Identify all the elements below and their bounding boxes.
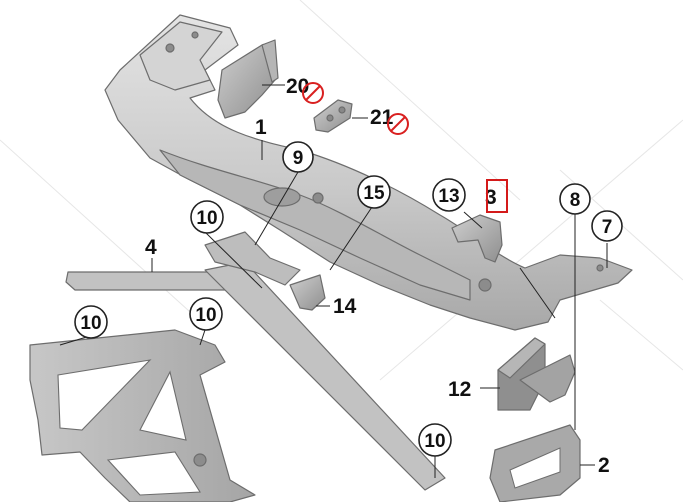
bracket-part-13 — [451, 214, 503, 263]
label-part-12: 12 — [448, 378, 471, 401]
bracket-part-12 — [497, 337, 576, 411]
callout-part-10-b: 10 — [74, 305, 108, 339]
bracket-part-14 — [289, 274, 326, 311]
callout-part-10-d: 10 — [418, 423, 452, 457]
callout-part-8: 8 — [559, 183, 591, 215]
callout-part-10-a: 10 — [190, 200, 224, 234]
callout-part-9: 9 — [282, 141, 314, 173]
svg-text:9: 9 — [293, 148, 304, 169]
callout-part-7: 7 — [591, 210, 623, 242]
callout-part-13: 13 — [432, 178, 466, 212]
highlight-box-part-3 — [486, 179, 508, 213]
callout-part-15: 15 — [357, 175, 391, 209]
svg-text:10: 10 — [80, 313, 101, 334]
callout-part-10-c: 10 — [189, 297, 223, 331]
label-part-1: 1 — [255, 116, 267, 139]
prohibited-circle-icon — [387, 113, 409, 135]
svg-text:10: 10 — [424, 431, 445, 452]
bracket-part-10-upper — [204, 231, 301, 286]
label-part-4: 4 — [145, 236, 157, 259]
label-part-3: 3 — [485, 186, 497, 209]
svg-text:10: 10 — [195, 305, 216, 326]
strut-part-4 — [65, 261, 446, 491]
bracket-part-2 — [489, 424, 581, 502]
svg-text:13: 13 — [438, 186, 459, 207]
clip-part-21 — [313, 99, 353, 133]
prohibited-circle-icon — [302, 82, 324, 104]
svg-text:15: 15 — [363, 183, 385, 204]
svg-text:8: 8 — [570, 190, 581, 211]
svg-text:7: 7 — [602, 217, 613, 238]
main-carrier-beam — [104, 14, 633, 331]
label-part-14: 14 — [333, 295, 357, 318]
leader-lines — [59, 84, 595, 466]
assembly-guides — [434, 210, 608, 478]
lower-frame — [29, 329, 256, 502]
svg-text:10: 10 — [196, 208, 217, 229]
label-part-2: 2 — [598, 454, 610, 477]
bracket-part-20 — [217, 39, 279, 119]
